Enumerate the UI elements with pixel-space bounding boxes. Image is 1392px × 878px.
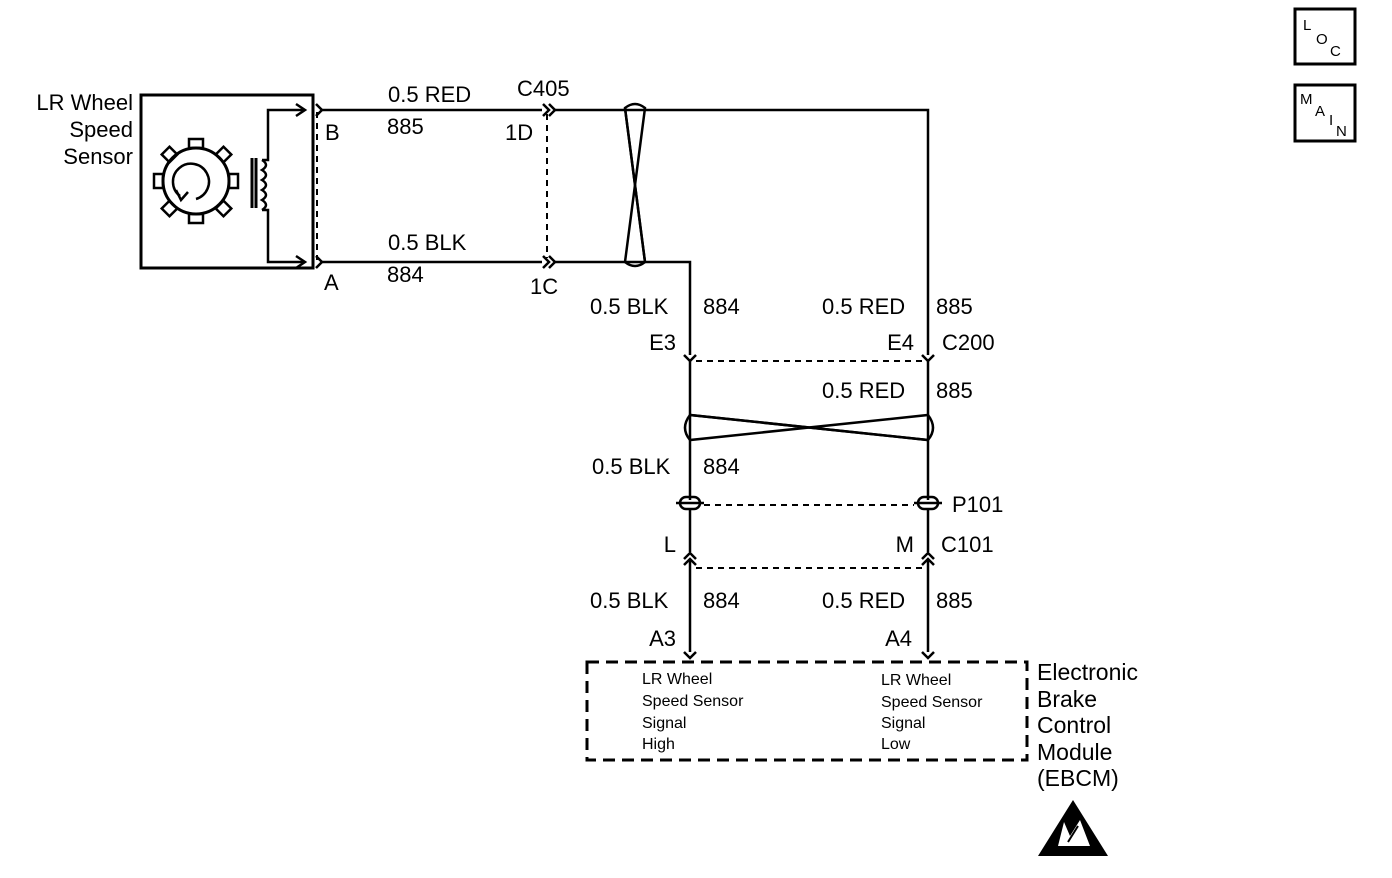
ebcm-left-function: LR Wheel Speed Sensor Signal High <box>642 671 744 753</box>
ebcm-function-line: Speed Sensor <box>642 693 744 710</box>
circuit-number-label: 885 <box>936 588 973 613</box>
ebcm-name-line: (EBCM) <box>1037 765 1119 791</box>
wire-gauge-color-label: 0.5 RED <box>822 588 905 613</box>
c405-label: C405 <box>517 76 570 101</box>
circuit-number-label: 885 <box>936 294 973 319</box>
wheel-speed-sensor-icon <box>139 93 315 270</box>
circuit-number-label: 884 <box>387 262 424 287</box>
wire-gauge-color-label: 0.5 BLK <box>592 454 671 479</box>
pin-e3-label: E3 <box>649 330 676 355</box>
pin-1c-label: 1C <box>530 274 558 299</box>
ebcm-function-line: High <box>642 736 675 753</box>
main-letter: A <box>1315 103 1325 120</box>
twisted-pair-icon <box>683 413 935 442</box>
loc-letter: O <box>1316 31 1328 48</box>
main-button[interactable]: M A I N <box>1293 83 1357 143</box>
sensor-label: LR Wheel Speed Sensor <box>36 90 133 169</box>
ebcm-function-line: Signal <box>881 715 925 732</box>
esd-warning-icon <box>1038 800 1108 856</box>
p101-label: P101 <box>952 492 1003 517</box>
c101-label: C101 <box>941 532 994 557</box>
sensor-name-line: LR Wheel <box>36 90 133 115</box>
wire-gauge-color-label: 0.5 BLK <box>388 230 467 255</box>
loc-letter: L <box>1303 17 1311 34</box>
ebcm-function-line: LR Wheel <box>642 671 712 688</box>
loc-letter: C <box>1330 43 1341 60</box>
wire-885-horizontal <box>315 103 930 355</box>
loc-button[interactable]: L O C <box>1293 7 1357 66</box>
wire-gauge-color-label: 0.5 RED <box>822 294 905 319</box>
sensor-name-line: Speed <box>69 117 133 142</box>
ebcm-name-line: Electronic <box>1037 659 1138 685</box>
ebcm-function-line: Speed Sensor <box>881 694 983 711</box>
pin-e4-label: E4 <box>887 330 914 355</box>
ebcm-label: Electronic Brake Control Module (EBCM) <box>1037 659 1138 791</box>
circuit-number-label: 885 <box>936 378 973 403</box>
main-letter: N <box>1336 123 1347 140</box>
twisted-pair-icon <box>623 102 647 268</box>
pin-a-label: A <box>324 270 339 295</box>
pin-a3-label: A3 <box>649 626 676 651</box>
ebcm-right-function: LR Wheel Speed Sensor Signal Low <box>881 672 983 753</box>
p101-connector <box>676 495 942 552</box>
ebcm-function-line: Signal <box>642 715 686 732</box>
pin-m-label: M <box>896 532 914 557</box>
sensor-name-line: Sensor <box>63 144 133 169</box>
ebcm-name-line: Control <box>1037 712 1111 738</box>
circuit-number-label: 884 <box>703 454 740 479</box>
wire-884-horizontal <box>315 255 692 355</box>
circuit-number-label: 884 <box>703 588 740 613</box>
ebcm-function-line: LR Wheel <box>881 672 951 689</box>
wire-gauge-color-label: 0.5 BLK <box>590 588 669 613</box>
pin-b-label: B <box>325 120 340 145</box>
main-letter: M <box>1300 91 1313 108</box>
pin-1d-label: 1D <box>505 120 533 145</box>
pin-l-label: L <box>664 532 676 557</box>
wire-gauge-color-label: 0.5 RED <box>822 378 905 403</box>
main-letter: I <box>1329 112 1333 129</box>
ebcm-function-line: Low <box>881 736 911 753</box>
c200-connector <box>683 354 935 500</box>
ebcm-pin-arrows <box>683 651 935 660</box>
ebcm-module-outline <box>585 660 1029 762</box>
wire-gauge-color-label: 0.5 RED <box>388 82 471 107</box>
pin-a4-label: A4 <box>885 626 912 651</box>
ebcm-name-line: Module <box>1037 739 1112 765</box>
circuit-number-label: 884 <box>703 294 740 319</box>
c200-label: C200 <box>942 330 995 355</box>
c101-connector <box>683 551 935 652</box>
circuit-number-label: 885 <box>387 114 424 139</box>
wire-gauge-color-label: 0.5 BLK <box>590 294 669 319</box>
ebcm-name-line: Brake <box>1037 686 1097 712</box>
